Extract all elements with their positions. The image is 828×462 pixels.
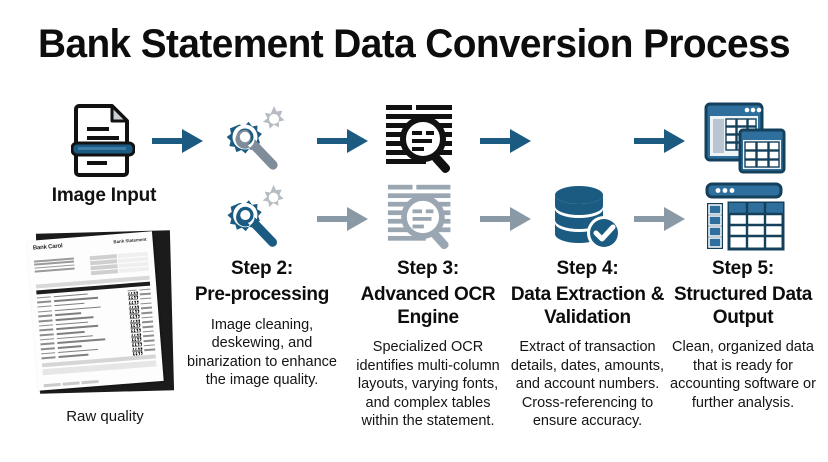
gear-wrench-icon <box>218 102 294 181</box>
raw-quality-label: Raw quality <box>66 408 144 425</box>
step-2-column: Step 2: Pre-processing Image cleaning, d… <box>186 258 338 390</box>
step-3-heading: Step 3: <box>397 258 459 279</box>
step-5-name: Structured Data Output <box>673 284 813 328</box>
step-2-heading: Step 2: <box>231 258 293 279</box>
step5-icon-top <box>680 100 810 182</box>
arrow-right-icon <box>480 129 531 153</box>
icon-row-bottom <box>0 180 828 258</box>
document-magnifier-icon <box>382 101 462 182</box>
arrow-step2-to-step3-bottom <box>305 180 381 258</box>
page-title: Bank Statement Data Conversion Process <box>38 22 791 66</box>
step2-icon-bottom <box>196 180 316 258</box>
scan-doc-title: Bank Statement <box>113 237 147 248</box>
arrow-right-icon <box>317 129 368 153</box>
step-3-name: Advanced OCR Engine <box>360 284 496 328</box>
database-check-icon <box>547 182 623 257</box>
step-4-name: Data Extraction & Validation <box>510 284 665 328</box>
arrow-right-icon <box>480 207 531 231</box>
step3-icon-bottom <box>362 180 482 258</box>
spreadsheet-window-icon <box>704 102 786 181</box>
arrow-step4-to-step5-top <box>622 100 698 182</box>
arrow-step3-to-step4-top <box>468 100 544 182</box>
step4-icon-bottom <box>520 180 650 258</box>
scan-summary-box <box>89 251 149 276</box>
arrow-step2-to-step3-top <box>305 100 381 182</box>
input-label: Image Input <box>51 185 157 206</box>
arrow-right-icon <box>317 207 368 231</box>
step-5-heading: Step 5: <box>712 258 774 279</box>
arrow-step4-to-step5-bottom <box>622 180 698 258</box>
step-4-column: Step 4: Data Extraction & Validation Ext… <box>505 258 670 431</box>
arrow-input-to-step2-top <box>140 100 216 182</box>
input-document-icon-slot <box>40 100 166 182</box>
step-4-description: Extract of transaction details, dates, a… <box>510 339 665 430</box>
step5-icon-bottom <box>680 180 810 258</box>
raw-statement-thumbnail: Bank Carol Bank Statement <box>26 228 180 396</box>
step3-icon-top <box>362 100 482 182</box>
step2-icon-top <box>196 100 316 182</box>
document-magnifier-icon <box>382 181 462 258</box>
step-5-description: Clean, organized data that is ready for … <box>670 339 816 411</box>
spreadsheet-table-icon <box>705 182 785 257</box>
scan-bank-name: Bank Carol <box>33 243 63 255</box>
gear-wrench-icon <box>218 181 294 258</box>
scan-address-block <box>33 257 75 281</box>
scan-table-rows <box>36 287 156 360</box>
step-4-heading: Step 4: <box>556 258 619 279</box>
arrow-right-icon <box>152 129 203 153</box>
scan-page: Bank Carol Bank Statement <box>26 231 164 391</box>
arrow-step3-to-step4-bottom <box>468 180 544 258</box>
arrow-right-icon <box>634 207 685 231</box>
step-2-name: Pre-processing <box>194 284 330 306</box>
step-5-column: Step 5: Structured Data Output Clean, or… <box>668 258 818 412</box>
step-3-description: Specialized OCR identifies multi-column … <box>356 339 500 430</box>
document-scan-icon <box>70 101 136 182</box>
step-2-description: Image cleaning, deskewing, and binarizat… <box>187 316 337 389</box>
step-3-column: Step 3: Advanced OCR Engine Specialized … <box>352 258 504 431</box>
icon-row-top <box>0 100 828 182</box>
arrow-right-icon <box>634 129 685 153</box>
